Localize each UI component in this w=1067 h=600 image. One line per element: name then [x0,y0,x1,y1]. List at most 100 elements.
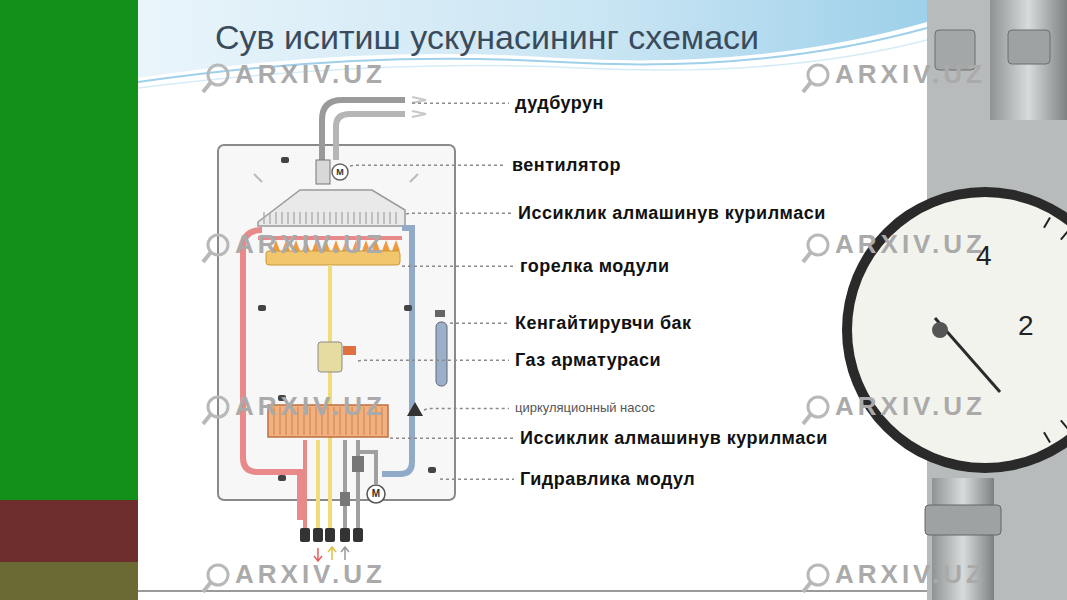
part-label: Газ арматураси [515,350,661,371]
motor-mark: M [336,167,344,177]
fan-motor [332,164,348,180]
leader-line [424,408,509,410]
hydraulic-pipe [343,440,347,530]
flame [392,240,400,251]
motor-mark: M [372,488,380,500]
hot-pipe [243,230,300,520]
part-label: циркуляционный насос [515,401,655,416]
side-block [0,562,138,600]
part-label: вентилятор [512,155,621,176]
gas-valve-knob [343,346,356,355]
fin [389,212,391,224]
tank-valve [435,310,445,317]
watermark: ARXIV.UZ [235,392,386,422]
pump-symbol [407,402,423,416]
leader-line [412,102,509,104]
fin [317,212,319,224]
pipe-fitting [990,0,1067,120]
fin [329,212,331,224]
fin [335,212,337,224]
flow-arrow [328,547,336,560]
expansion-tank [436,322,447,386]
fin [275,212,277,224]
fin [263,212,265,224]
fin [311,212,313,224]
flue-pipe [336,114,405,160]
outlet [313,528,323,542]
flow-arrow [341,547,349,560]
sensor [258,305,266,311]
hydraulic-pipe [316,440,320,530]
watermark: ARXIV.UZ [835,392,986,422]
fin [395,212,397,224]
valve [340,492,350,506]
gas-valve [318,342,342,372]
watermark: ARXIV.UZ [235,230,386,260]
boiler-housing [218,145,455,500]
fin [287,212,289,224]
outlet [325,528,335,542]
watermark: ARXIV.UZ [835,60,986,90]
part-label: дудбурун [515,93,604,114]
bolt [1008,30,1050,64]
sensor [428,467,436,473]
fin [347,212,349,224]
watermark-icon [803,252,811,262]
hydraulic-pipe [303,440,307,530]
fin [269,212,271,224]
fin [323,212,325,224]
flue-pipe [322,100,405,160]
heat-exchanger-hood [258,190,405,226]
flow-arrow [254,174,418,182]
part-label: Иссиклик алмашинув курилмаси [518,203,826,224]
valve [352,456,364,472]
leader-line [358,360,509,362]
leader-line [390,437,514,439]
motor [367,485,385,503]
fin [383,212,385,224]
fin [371,212,373,224]
gauge-tick [1044,432,1050,442]
part-label: Кенгайтирувчи бак [515,313,692,334]
fin [377,212,379,224]
watermark-icon [803,82,811,92]
slide-title: Сув иситиш ускунасининг схемаси [215,18,759,57]
slide-ground [138,0,927,600]
footer-line [138,590,927,592]
sensor [281,157,289,163]
fin [365,212,367,224]
side-band [0,0,138,600]
watermark-icon [203,252,211,262]
sensor [404,305,412,311]
fin [293,212,295,224]
leader-line [450,322,509,324]
leader-line [350,165,506,167]
watermark: ARXIV.UZ [235,60,386,90]
gauge-tick [1061,420,1067,429]
fin [299,212,301,224]
fin [305,212,307,224]
side-block [0,500,138,562]
leader-lines [350,103,514,479]
fin [359,212,361,224]
watermark-icon [203,582,211,592]
fin [341,212,343,224]
watermark-icon [203,82,211,92]
outlet [353,528,363,542]
outlet [300,528,310,542]
leader-line [406,213,512,215]
nut [925,505,1001,535]
fin [353,212,355,224]
sensor [278,475,286,481]
leader-line [440,478,514,480]
gauge-hub [932,322,948,338]
watermark-icon [803,414,811,424]
fin [281,212,283,224]
part-label: Иссиклик алмашинув курилмаси [520,428,828,449]
flow-arrow [412,97,426,117]
watermark: ARXIV.UZ [835,560,986,590]
leader-line [402,265,514,267]
fan-body [316,160,330,184]
